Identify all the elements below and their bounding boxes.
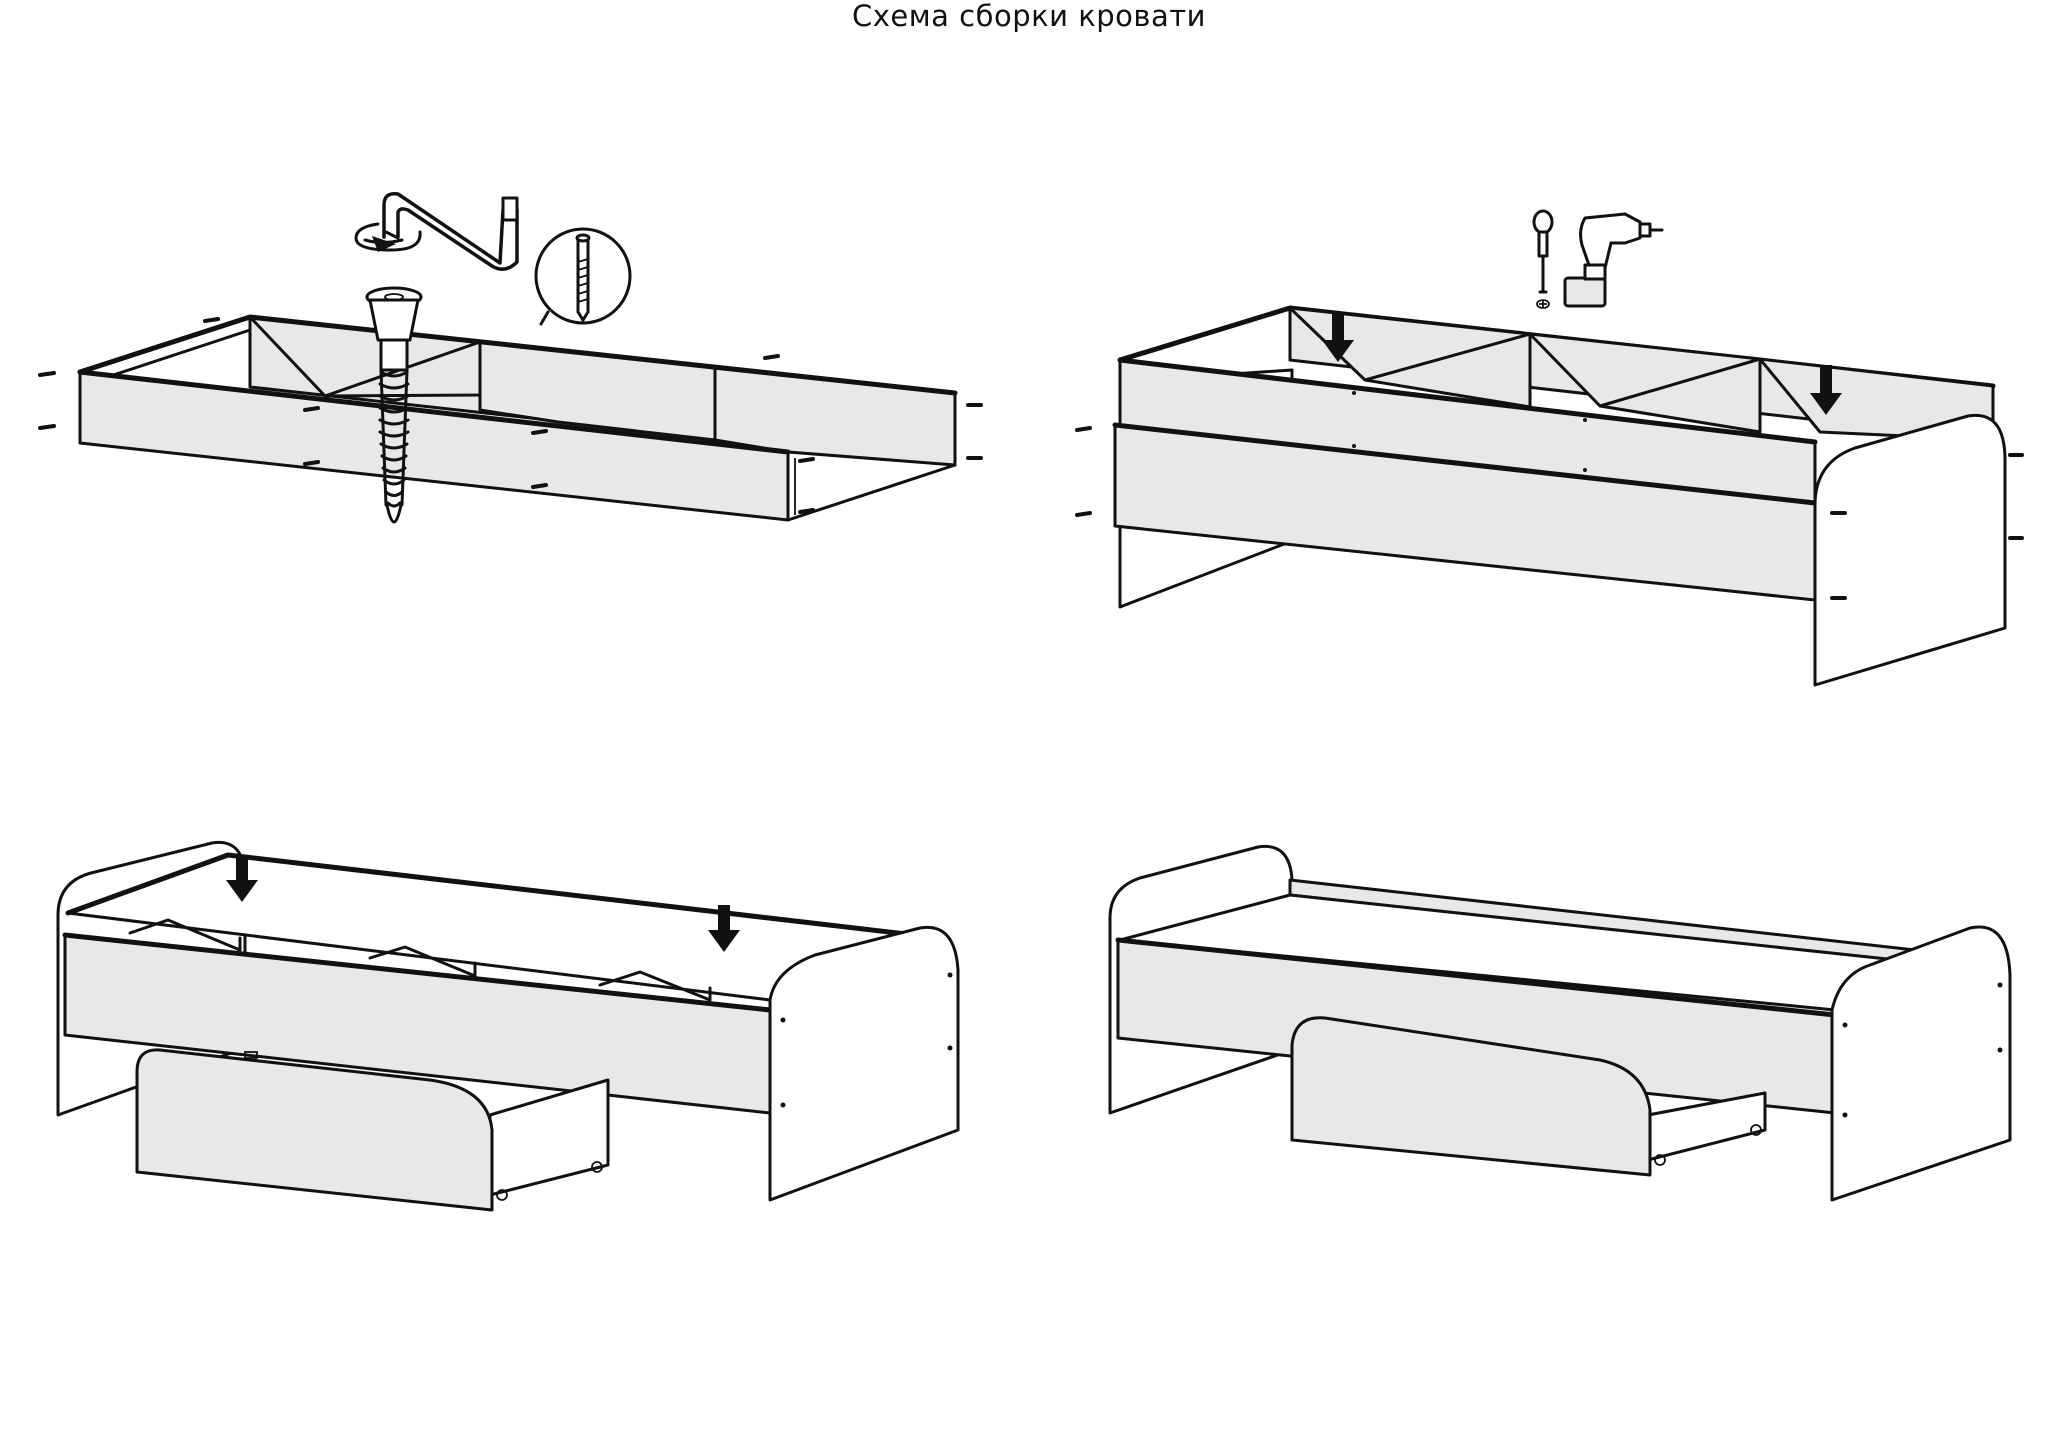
down-arrow-icon: [226, 855, 258, 902]
step-2-side-panels: [1075, 209, 2024, 687]
step-1-frame-with-screws: [38, 191, 983, 524]
step-3-slat-base-and-drawer: [56, 840, 960, 1212]
drawer-side-4: [1646, 1091, 1767, 1162]
right-end-panel-3: [768, 925, 960, 1202]
hex-key-icon: [354, 191, 519, 271]
down-arrow-icon: [1322, 312, 1354, 362]
magnifier-screw-icon: [534, 227, 632, 326]
down-arrow-icon: [708, 905, 740, 952]
screwdriver-icon: [1532, 209, 1554, 309]
diagram-title: Схема сборки кровати: [852, 0, 1206, 33]
drill-icon: [1563, 212, 1664, 308]
right-end-panel-4: [1830, 925, 2012, 1202]
down-arrow-icon: [1810, 365, 1842, 415]
right-end-panel: [1813, 413, 2007, 687]
drawer-side: [488, 1078, 610, 1197]
drawer-front: [135, 1048, 494, 1212]
step-4-assembled-bed: [1108, 844, 2012, 1202]
confirmat-screw-icon: [365, 286, 423, 524]
drawer-front-4: [1290, 1016, 1652, 1177]
